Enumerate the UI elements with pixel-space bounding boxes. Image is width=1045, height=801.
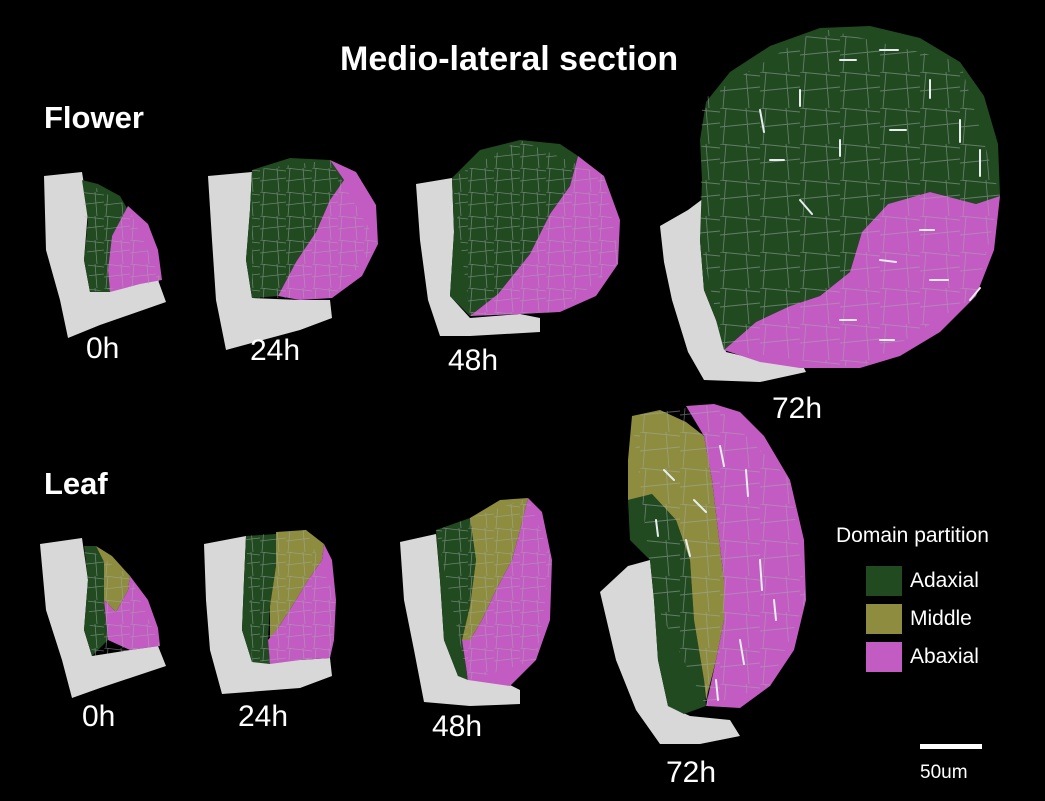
legend-swatch-adaxial xyxy=(866,566,902,596)
flower-0h-tissue xyxy=(44,172,166,338)
leaf-24h-section xyxy=(204,530,336,694)
flower-0h-section xyxy=(44,172,166,338)
legend-label-abaxial: Abaxial xyxy=(910,645,979,668)
flower-48h-label: 48h xyxy=(448,344,499,377)
legend-title: Domain partition xyxy=(836,524,989,547)
flower-24h-section xyxy=(208,158,378,350)
flower-72h-tissue xyxy=(660,198,806,382)
leaf-0h-tissue xyxy=(40,538,166,698)
leaf-24h-label: 24h xyxy=(238,700,289,733)
row-label-leaf: Leaf xyxy=(44,466,108,501)
figure-title: Medio-lateral section xyxy=(340,40,679,78)
flower-72h-growth-marks xyxy=(759,49,981,341)
leaf-0h-label: 0h xyxy=(82,700,116,733)
leaf-48h-label: 48h xyxy=(432,710,483,743)
scale-bar xyxy=(920,744,982,749)
leaf-48h-section xyxy=(400,498,552,706)
legend-label-middle: Middle xyxy=(910,607,972,630)
flower-24h-tissue xyxy=(208,172,332,350)
flower-48h-section xyxy=(416,140,620,336)
leaf-24h-tissue xyxy=(204,536,332,694)
flower-0h-label: 0h xyxy=(86,332,120,365)
leaf-72h-growth-marks xyxy=(655,445,777,701)
leaf-72h-tissue xyxy=(600,560,740,744)
leaf-48h-tissue xyxy=(400,534,520,706)
scale-bar-label: 50um xyxy=(920,762,968,783)
flower-48h-tissue xyxy=(416,178,540,336)
flower-24h-label: 24h xyxy=(250,334,301,367)
legend-label-adaxial: Adaxial xyxy=(910,569,979,592)
legend-swatch-abaxial xyxy=(866,642,902,672)
flower-72h-section xyxy=(660,26,1000,382)
legend-swatch-middle xyxy=(866,604,902,634)
flower-72h-label: 72h xyxy=(772,392,823,425)
leaf-0h-section xyxy=(40,538,166,698)
leaf-72h-label: 72h xyxy=(666,756,717,789)
row-label-flower: Flower xyxy=(44,100,144,135)
leaf-72h-section xyxy=(600,404,806,744)
